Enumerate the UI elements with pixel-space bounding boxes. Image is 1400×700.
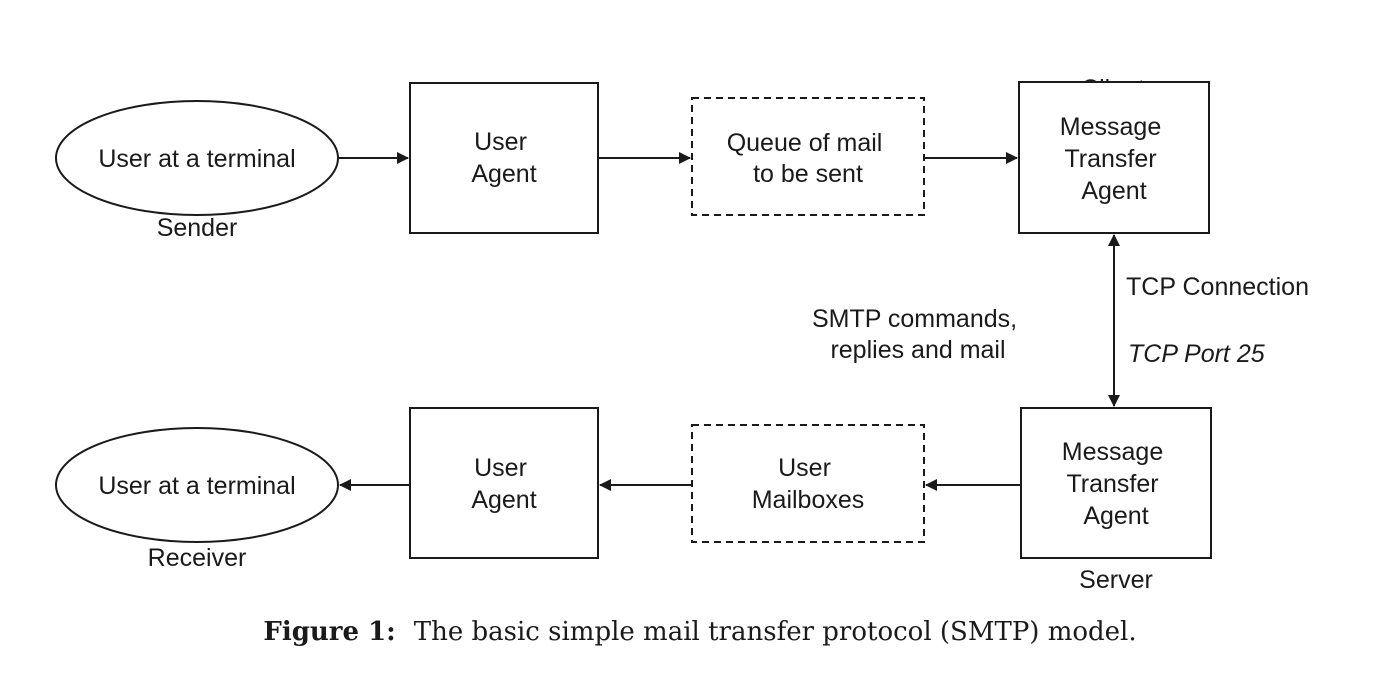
figure-caption: Figure 1: The basic simple mail transfer … (0, 617, 1400, 647)
sender-role-label: Sender (157, 214, 238, 242)
user-mailboxes-box (691, 424, 925, 543)
user-mailboxes-label: User Mailboxes (752, 454, 865, 514)
server-mta-label: Message Transfer Agent (1062, 438, 1170, 530)
tcp-connection-label: TCP Connection (1126, 273, 1309, 301)
figure-caption-label: Figure 1: (263, 617, 396, 647)
mail-queue-box (691, 97, 925, 216)
sender-terminal-label: User at a terminal (98, 145, 295, 173)
client-mta-box (1018, 81, 1210, 234)
server-role-label: Server (1079, 566, 1153, 594)
client-mta-label: Message Transfer Agent (1060, 113, 1168, 205)
receiver-role-label: Receiver (148, 544, 247, 572)
sender-user-agent-label: User Agent (471, 128, 536, 188)
tcp-port-label: TCP Port 25 (1128, 340, 1265, 368)
figure-caption-text: The basic simple mail transfer protocol … (413, 617, 1137, 647)
receiver-terminal-label: User at a terminal (98, 472, 295, 500)
sender-user-agent-box (409, 82, 599, 234)
smtp-commands-label: SMTP commands, replies and mail (812, 305, 1024, 364)
receiver-user-agent-label: User Agent (471, 454, 536, 514)
receiver-terminal-ellipse (55, 427, 339, 543)
server-mta-box (1020, 407, 1212, 559)
receiver-user-agent-box (409, 407, 599, 559)
mail-queue-label: Queue of mail to be sent (727, 129, 890, 188)
